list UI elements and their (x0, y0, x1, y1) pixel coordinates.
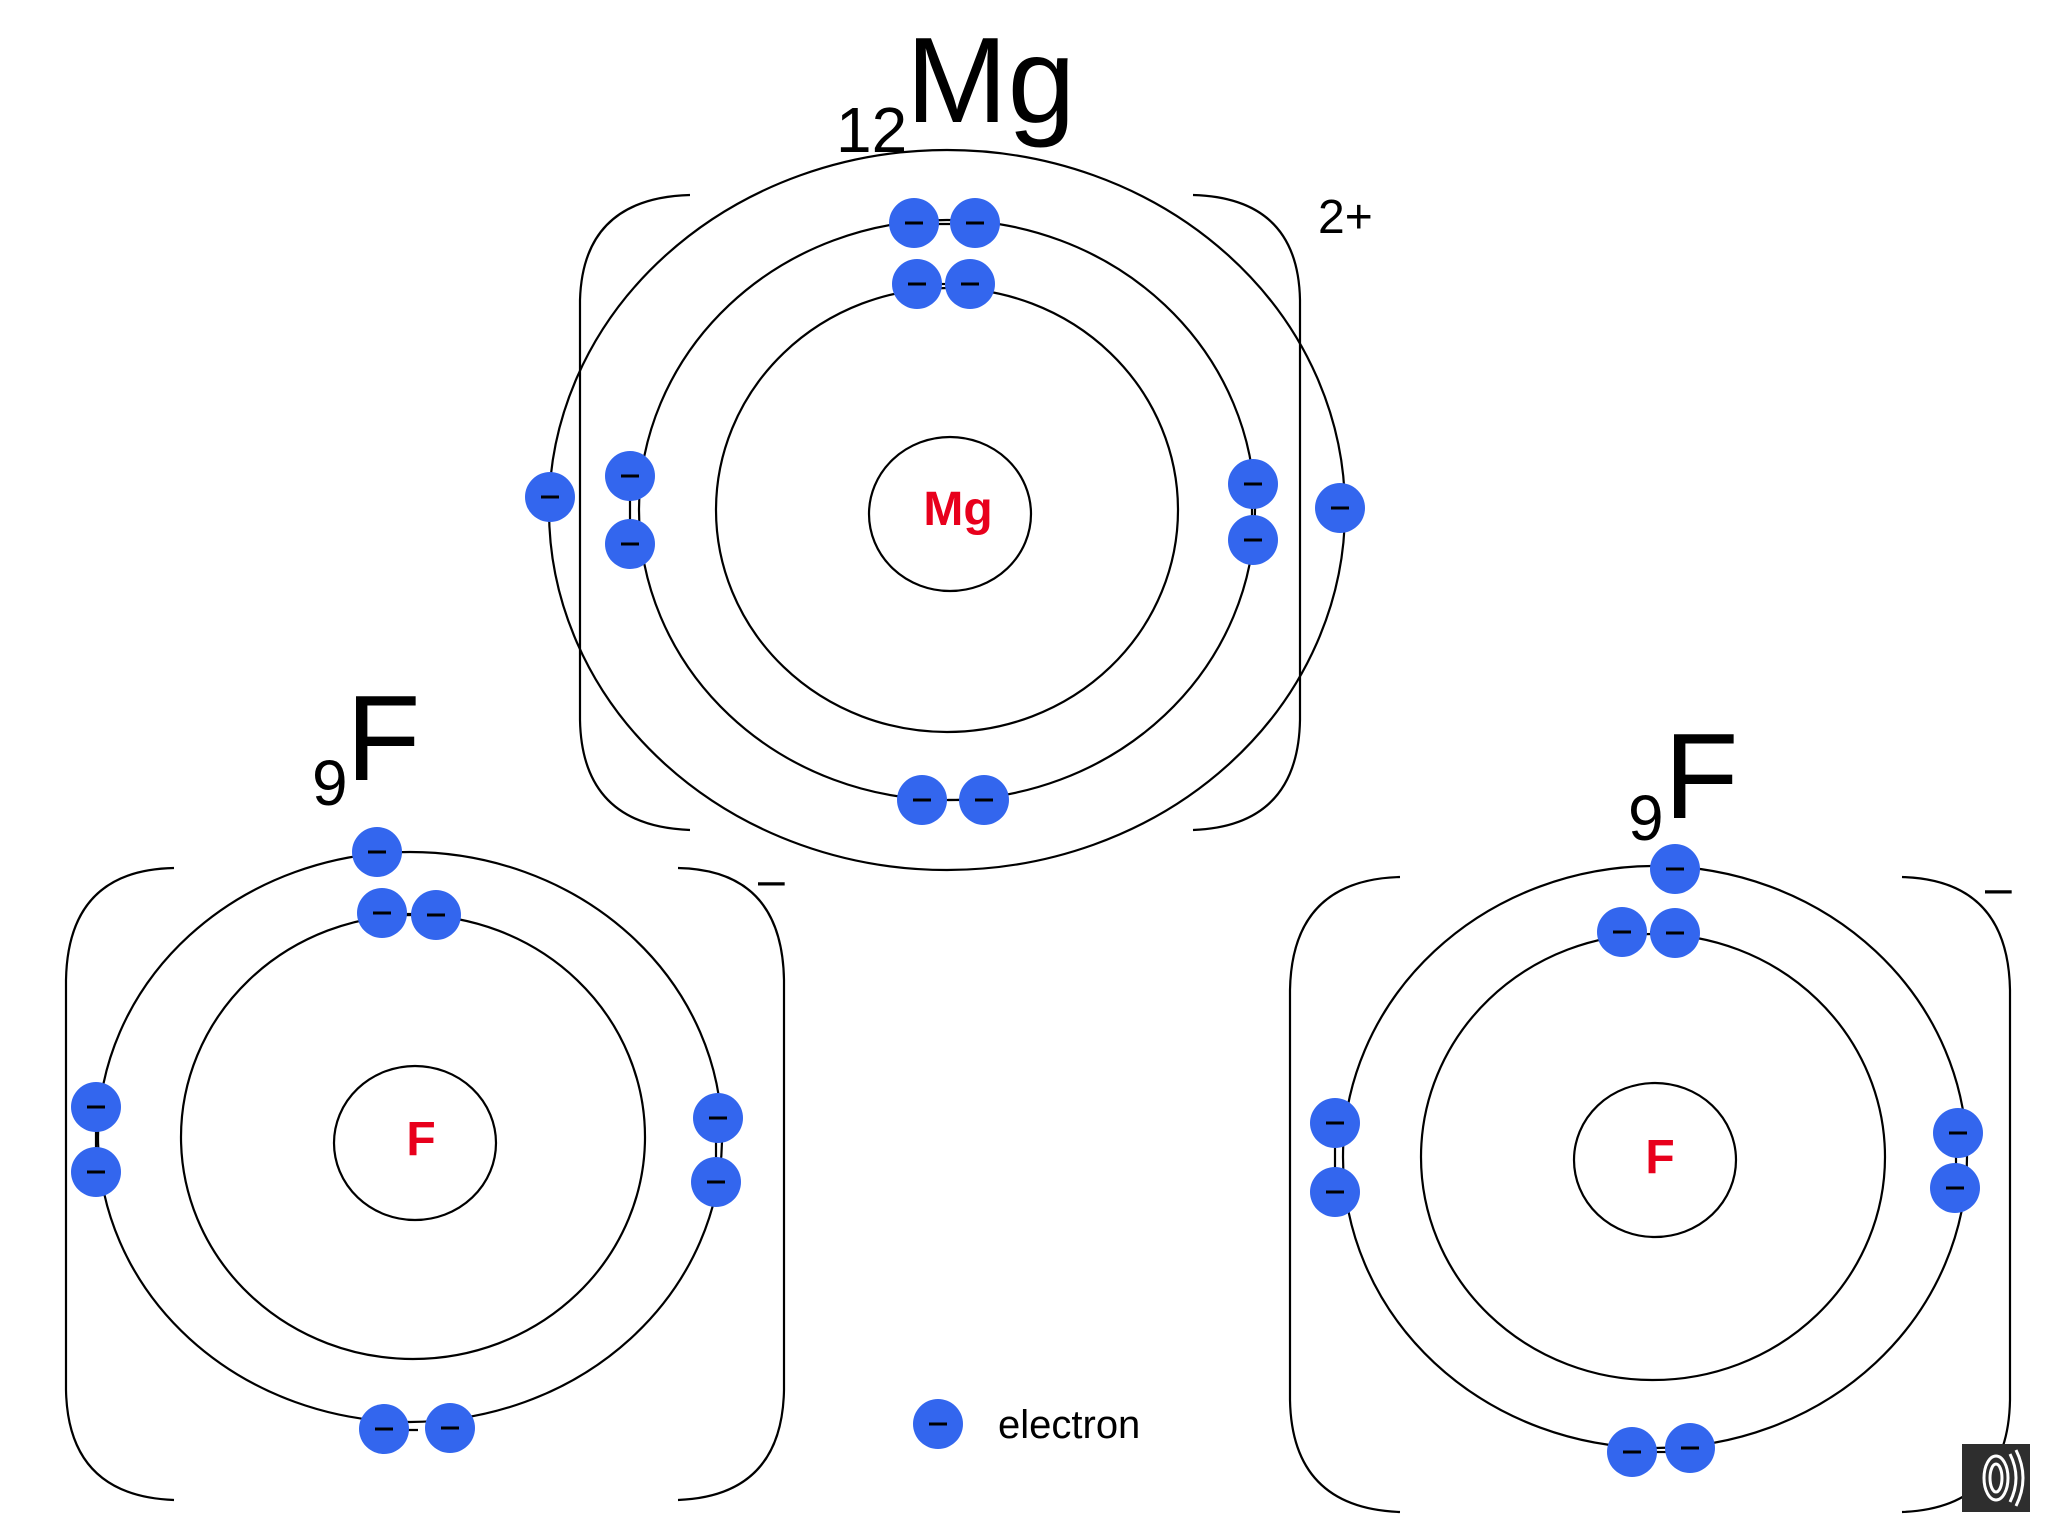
f-right-electron (1310, 1098, 1360, 1148)
f-right-electron (1650, 844, 1700, 894)
f-right-electron (1310, 1167, 1360, 1217)
f-right-ion: 9 F – F (1288, 708, 2012, 1514)
f-left-charge: – (758, 854, 785, 907)
f-right-electron (1597, 907, 1647, 957)
f-right-bracket-right (1901, 875, 2012, 1514)
mg-electron (605, 451, 655, 501)
mg-charge: 2+ (1318, 191, 1373, 244)
legend: electron (913, 1399, 1140, 1449)
f-right-charge: – (1985, 862, 2012, 915)
f-left-electron (359, 1404, 409, 1454)
mg-nucleus-label: Mg (923, 483, 992, 536)
mg-nucleus (867, 435, 1033, 593)
f-right-nucleus (1572, 1081, 1738, 1239)
f-left-bracket-left (64, 866, 175, 1502)
mg-electron (945, 259, 995, 309)
f-right-bracket-left (1288, 875, 1401, 1514)
f-right-atomic-number: 9 (1628, 782, 1664, 854)
mg-electron (897, 775, 947, 825)
f-left-bracket-right (677, 866, 786, 1502)
f-right-electron (1650, 908, 1700, 958)
mg-electron (892, 259, 942, 309)
f-left-electron (71, 1082, 121, 1132)
f-left-nucleus (332, 1064, 498, 1222)
electron-icon (913, 1399, 963, 1449)
mg-electron (1228, 515, 1278, 565)
f-left-electron (352, 827, 402, 877)
mg-bracket-right (1192, 193, 1302, 832)
f-right-electron (1933, 1108, 1983, 1158)
f-right-electron (1665, 1423, 1715, 1473)
f-right-symbol: F (1664, 708, 1739, 844)
f-left-electron (693, 1093, 743, 1143)
legend-label: electron (998, 1403, 1140, 1447)
mg-electron (959, 775, 1009, 825)
mg-electron (1315, 483, 1365, 533)
f-left-electron (71, 1147, 121, 1197)
f-left-atomic-number: 9 (312, 747, 348, 819)
f-left-electron (411, 890, 461, 940)
mg-electron (605, 519, 655, 569)
f-left-electron (357, 888, 407, 938)
f-right-electron (1607, 1427, 1657, 1477)
f-left-symbol: F (346, 670, 421, 806)
mg-atomic-number: 12 (836, 94, 907, 166)
f-left-electron-pair-connector (94, 912, 718, 1432)
speaker-icon[interactable] (1962, 1444, 2030, 1512)
mg-bracket-left (578, 193, 691, 832)
mg-electron (1228, 459, 1278, 509)
mg-electron (889, 198, 939, 248)
f-left-electron (691, 1157, 741, 1207)
f-left-electron (425, 1403, 475, 1453)
f-right-nucleus-label: F (1645, 1131, 1674, 1184)
mg-electron (525, 472, 575, 522)
f-left-nucleus-label: F (406, 1113, 435, 1166)
f-left-ion: 9 F – F (64, 670, 786, 1502)
mg-electron (950, 198, 1000, 248)
f-right-electron (1930, 1163, 1980, 1213)
mg-ion: 12 Mg 2+ Mg (525, 12, 1373, 872)
mg-symbol: Mg (906, 12, 1075, 148)
